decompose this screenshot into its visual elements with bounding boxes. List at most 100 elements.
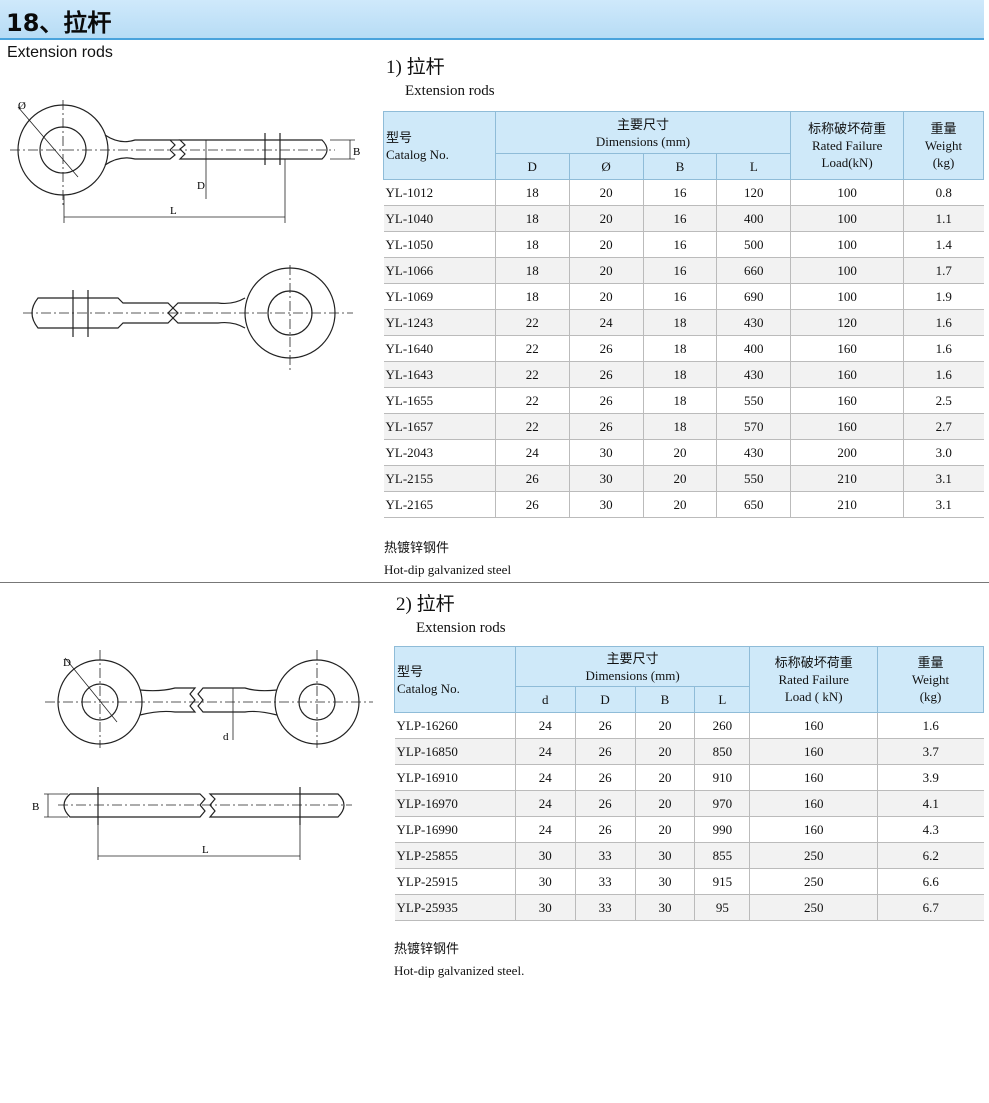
dimensions-header-en: Dimensions (mm) (595, 133, 691, 149)
table-cell: 160 (749, 816, 879, 843)
table-cell: 30 (515, 842, 576, 869)
table-cell: 30 (635, 894, 696, 921)
load-header-cn: 标称破坏荷重 (808, 121, 887, 136)
catalog-number-cell: YLP-25935 (394, 894, 516, 921)
catalog-number-cell: YL-2043 (383, 439, 496, 466)
table-cell: 20 (635, 712, 696, 739)
catalog-number-cell: YLP-16990 (394, 816, 516, 843)
col-header: D (494, 153, 570, 180)
table-cell: 3.1 (903, 465, 984, 492)
catalog-header-cn: 型号 (386, 129, 413, 145)
catalog-header-en: Catalog No. (397, 680, 460, 696)
table-cell: 160 (790, 413, 905, 440)
spec-table-2: 型号 Catalog No. 主要尺寸 Dimensions (mm) 标称破坏… (394, 646, 984, 921)
table-cell: 1.6 (903, 335, 984, 362)
table-cell: 2.7 (903, 413, 984, 440)
catalog-number-cell: YL-1012 (383, 179, 496, 206)
col-header: B (642, 153, 718, 180)
table-cell: 24 (495, 439, 570, 466)
table-cell: 1.1 (903, 205, 984, 232)
table-cell: 18 (643, 309, 718, 336)
phi-dimension-label: Ø (18, 100, 26, 112)
table-cell: 20 (569, 283, 644, 310)
table-cell: 430 (716, 439, 792, 466)
table-cell: 20 (569, 205, 644, 232)
B-dimension-label: B (32, 801, 39, 813)
table-cell: 160 (790, 361, 905, 388)
table-cell: 1.4 (903, 231, 984, 258)
table-cell: 24 (515, 738, 576, 765)
dimensions-header: 主要尺寸 Dimensions (mm) (514, 646, 751, 687)
table-cell: 100 (790, 231, 905, 258)
table-cell: 30 (515, 868, 576, 895)
table-cell: 3.1 (903, 491, 984, 518)
table-cell: 26 (575, 738, 636, 765)
table-cell: 18 (495, 257, 570, 284)
table-cell: 26 (569, 361, 644, 388)
table-cell: 26 (575, 816, 636, 843)
table-cell: 26 (575, 790, 636, 817)
table-cell: 4.1 (877, 790, 984, 817)
spec-table-1: 型号 Catalog No. 主要尺寸 Dimensions (mm) 标称破坏… (383, 111, 984, 518)
section1-note-en: Hot-dip galvanized steel (384, 562, 512, 577)
table-cell: 4.3 (877, 816, 984, 843)
table-cell: 33 (575, 894, 636, 921)
table-cell: 990 (694, 816, 751, 843)
table-cell: 16 (643, 231, 718, 258)
D-dimension-label: D (63, 657, 71, 669)
load-header-en2: Load ( kN) (784, 689, 843, 704)
table-cell: 16 (643, 205, 718, 232)
catalog-number-cell: YLP-16850 (394, 738, 516, 765)
catalog-number-cell: YLP-16910 (394, 764, 516, 791)
L-dimension-label: L (202, 844, 209, 856)
table-cell: 500 (716, 231, 792, 258)
d-dimension-label: D (197, 180, 205, 192)
table-cell: 100 (790, 179, 905, 206)
col-header: D (574, 686, 636, 713)
table-cell: 400 (716, 205, 792, 232)
table-cell: 20 (569, 179, 644, 206)
catalog-number-cell: YL-2155 (383, 465, 496, 492)
weight-header-cn: 重量 (930, 121, 957, 136)
table-cell: 160 (790, 387, 905, 414)
table-cell: 30 (569, 465, 644, 492)
table-cell: 18 (495, 205, 570, 232)
table-cell: 30 (569, 439, 644, 466)
table-cell: 100 (790, 205, 905, 232)
double-eye-rod-top-view: B L (32, 787, 352, 860)
table-cell: 100 (790, 283, 905, 310)
load-header-cn: 标称破坏荷重 (774, 655, 853, 670)
col-header: d (514, 686, 576, 713)
d-small-dimension-label: d (223, 731, 229, 743)
table-cell: 16 (643, 179, 718, 206)
table-cell: 430 (716, 309, 792, 336)
table-cell: 3.7 (877, 738, 984, 765)
section2-title: 2) 拉杆 (396, 594, 455, 615)
table-cell: 22 (495, 335, 570, 362)
weight-header-unit: (kg) (932, 155, 955, 170)
l-dimension-label: L (170, 205, 177, 217)
catalog-number-cell: YLP-25855 (394, 842, 516, 869)
table-cell: 26 (495, 465, 570, 492)
table-cell: 160 (749, 764, 879, 791)
table-cell: 33 (575, 868, 636, 895)
table-cell: 250 (749, 894, 879, 921)
catalog-header-en: Catalog No. (386, 146, 449, 162)
table-cell: 26 (575, 764, 636, 791)
table-cell: 550 (716, 387, 792, 414)
table-cell: 1.6 (903, 361, 984, 388)
table-cell: 18 (495, 283, 570, 310)
table-cell: 250 (749, 868, 879, 895)
section1-title: 1) 拉杆 (386, 57, 445, 78)
table-cell: 26 (569, 413, 644, 440)
